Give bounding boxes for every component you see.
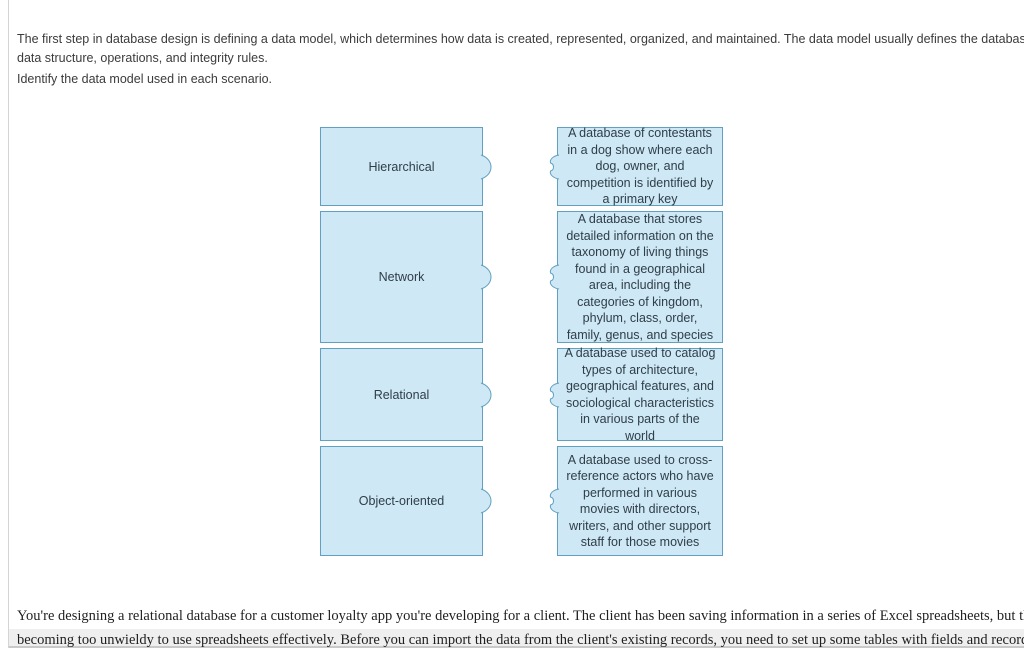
footer-paragraph: You're designing a relational database f… (17, 604, 1024, 648)
puzzle-socket-icon (549, 264, 560, 290)
scenario-box-catalog[interactable]: A database used to catalog types of arch… (549, 346, 723, 443)
footer-line-1: You're designing a relational database f… (17, 608, 1024, 624)
matching-exercise: Hierarchical A database of contestants i… (320, 126, 723, 556)
intro-line-2: data structure, operations, and integrit… (17, 51, 268, 65)
scenario-text: A database of contestants in a dog show … (566, 126, 714, 207)
model-label: Relational (373, 387, 430, 402)
footer-highlight-band (9, 629, 1024, 648)
scenario-text: A database used to cross-reference actor… (566, 452, 714, 550)
model-label: Object-oriented (358, 494, 445, 508)
puzzle-socket-icon (549, 488, 560, 514)
left-border-rule (8, 0, 9, 648)
model-label: Network (378, 270, 425, 284)
scenario-text: A database that stores detailed informat… (566, 212, 714, 342)
puzzle-socket-icon (549, 382, 560, 407)
scenario-box-movies[interactable]: A database used to cross-reference actor… (549, 446, 723, 556)
footer-band-edge (9, 646, 1024, 648)
scenario-box-dog-show[interactable]: A database of contestants in a dog show … (549, 126, 723, 207)
puzzle-socket-icon (549, 154, 560, 179)
model-label: Hierarchical (368, 159, 435, 174)
model-box-relational[interactable]: Relational (320, 348, 492, 441)
puzzle-tab-icon (480, 488, 492, 514)
instruction-text: Identify the data model used in each sce… (17, 72, 273, 86)
intro-line-1: The first step in database design is def… (17, 32, 1024, 46)
puzzle-tab-icon (480, 382, 492, 407)
scenario-text: A database used to catalog types of arch… (564, 346, 716, 443)
model-box-network[interactable]: Network (320, 211, 492, 343)
intro-paragraph: The first step in database design is def… (17, 30, 1024, 68)
scenario-box-taxonomy[interactable]: A database that stores detailed informat… (549, 211, 723, 343)
puzzle-tab-icon (480, 264, 492, 290)
model-box-object-oriented[interactable]: Object-oriented (320, 446, 492, 556)
puzzle-tab-icon (480, 154, 492, 179)
footer-line-2: becoming too unwieldy to use spreadsheet… (17, 632, 1024, 648)
model-box-hierarchical[interactable]: Hierarchical (320, 127, 492, 206)
